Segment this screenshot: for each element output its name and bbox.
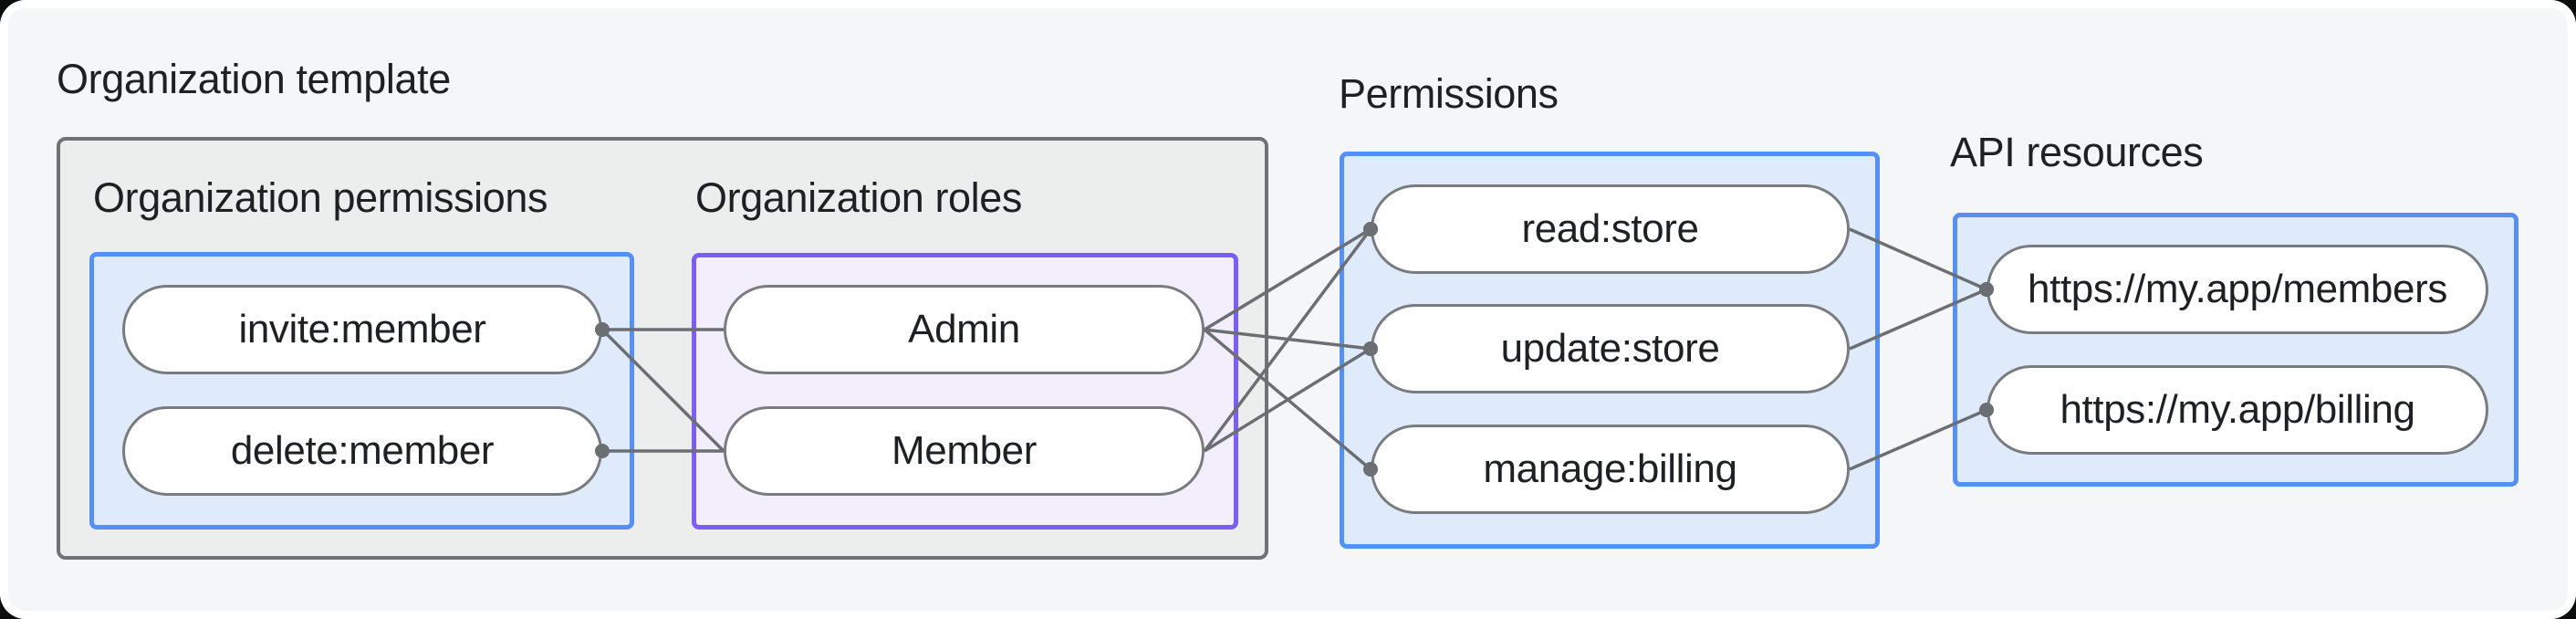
- node-delete-member-label: delete:member: [230, 428, 495, 473]
- org-permissions-label: Organization permissions: [93, 174, 548, 221]
- node-read-store-label: read:store: [1521, 206, 1699, 251]
- node-update-store-label: update:store: [1500, 326, 1720, 371]
- node-manage-billing: manage:billing: [1371, 425, 1850, 514]
- node-api-billing: https://my.app/billing: [1987, 365, 2488, 455]
- org-roles-label: Organization roles: [695, 174, 1022, 221]
- node-invite-member: invite:member: [122, 285, 602, 374]
- node-update-store: update:store: [1371, 304, 1850, 393]
- node-api-members-label: https://my.app/members: [2028, 267, 2447, 311]
- node-api-billing-label: https://my.app/billing: [2060, 387, 2415, 432]
- node-member: Member: [724, 406, 1205, 496]
- node-api-members: https://my.app/members: [1987, 245, 2488, 334]
- node-delete-member: delete:member: [122, 406, 602, 496]
- node-member-label: Member: [892, 428, 1037, 473]
- node-admin-label: Admin: [908, 307, 1020, 351]
- page-title: Organization template: [57, 56, 451, 102]
- node-read-store: read:store: [1371, 184, 1850, 274]
- node-invite-member-label: invite:member: [238, 307, 486, 351]
- api-resources-label: API resources: [1950, 129, 2204, 175]
- node-admin: Admin: [724, 285, 1205, 374]
- permissions-label: Permissions: [1339, 70, 1559, 117]
- node-manage-billing-label: manage:billing: [1483, 446, 1737, 491]
